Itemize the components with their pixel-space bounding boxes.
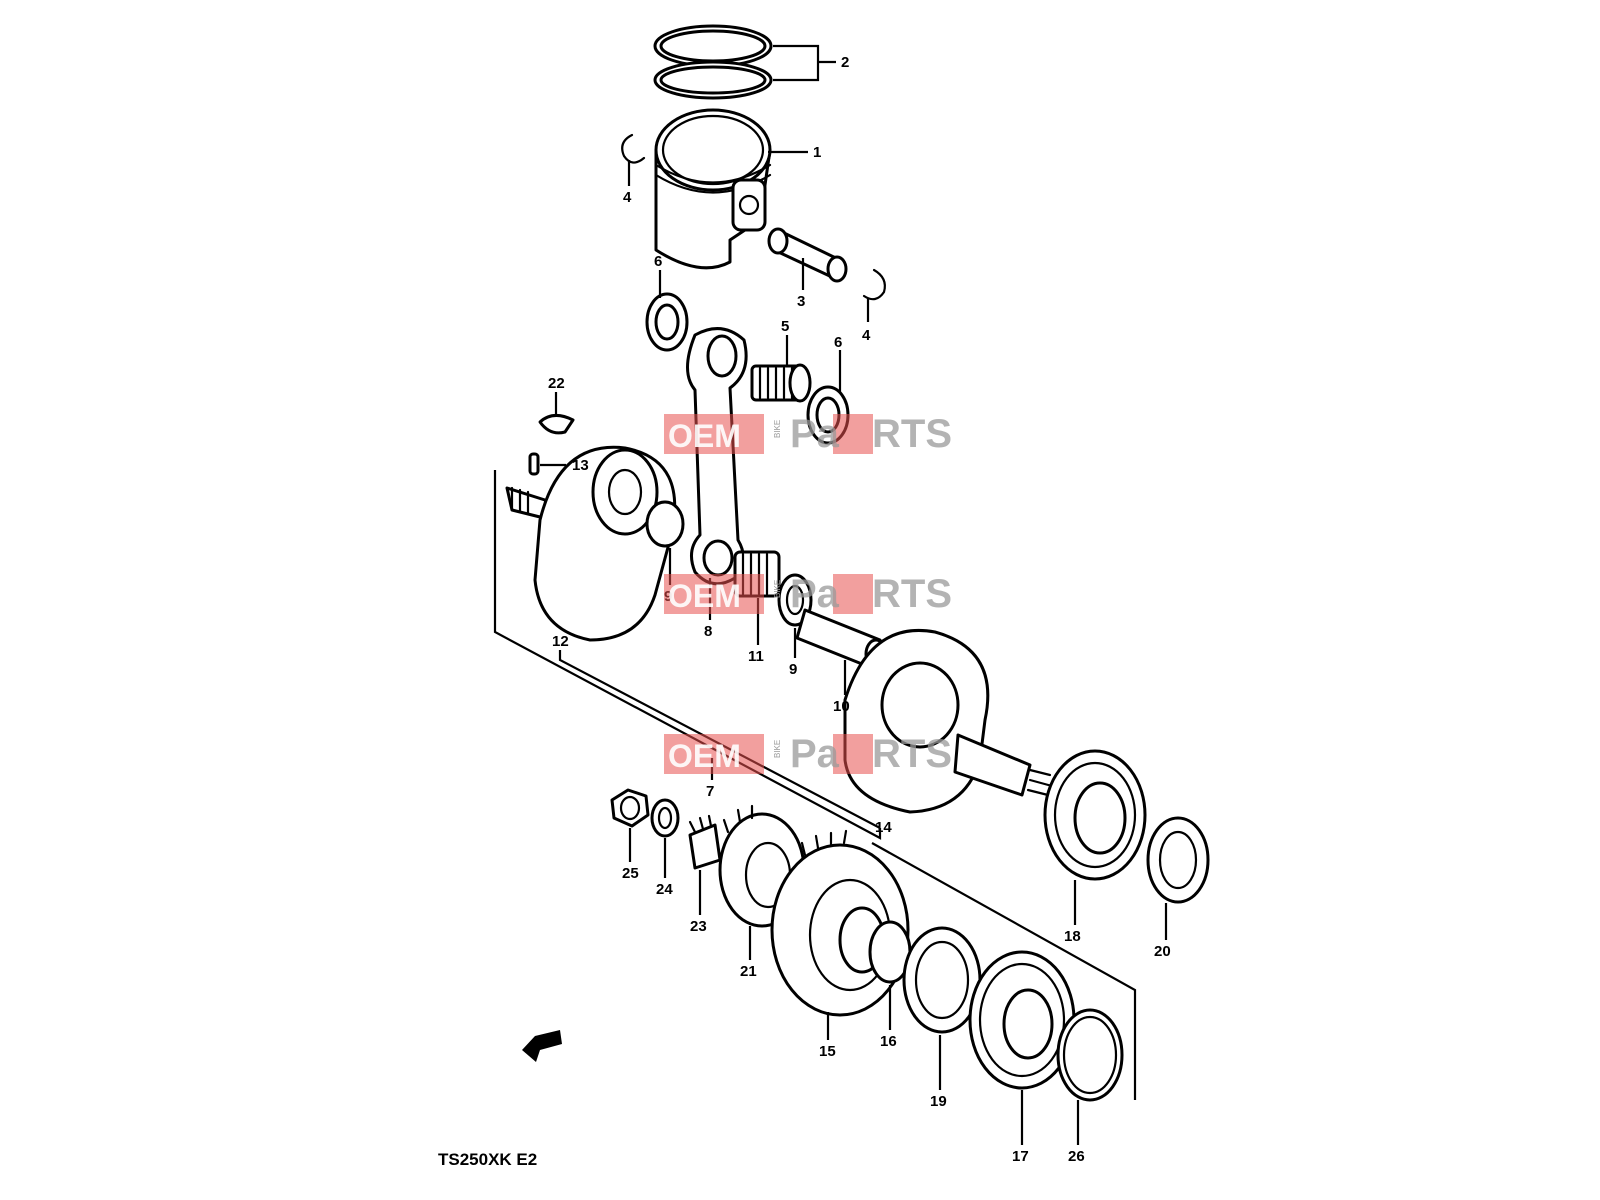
svg-text:RTS: RTS [872, 572, 952, 616]
callout-4b: 4 [862, 327, 871, 344]
callout-2: 2 [841, 54, 849, 71]
callout-23: 23 [690, 918, 707, 935]
callout-16: 16 [880, 1033, 897, 1050]
crank-nut [610, 788, 650, 828]
model-code: TS250XK E2 [438, 1150, 537, 1169]
piston [654, 108, 772, 270]
callout-7: 7 [706, 783, 714, 800]
callout-19: 19 [930, 1093, 947, 1110]
callout-20: 20 [1154, 943, 1171, 960]
callout-6b: 6 [834, 334, 842, 351]
connecting-rod [686, 327, 748, 586]
svg-text:Pa: Pa [790, 732, 840, 776]
callout-labels: 1 2 3 4 4 5 6 6 7 8 9 9 10 11 12 13 14 1… [548, 54, 1171, 1165]
callout-17: 17 [1012, 1148, 1029, 1165]
watermark: OEM BIKE Pa RTS [664, 412, 952, 456]
front-direction-arrow-icon [522, 1030, 562, 1062]
woodruff-key [538, 414, 575, 435]
crank-washer [650, 798, 680, 838]
drive-assembly-bracket [871, 842, 1137, 1100]
piston-pin-circlip [621, 133, 646, 164]
callout-25: 25 [622, 865, 639, 882]
piston-pin-circlip [862, 268, 886, 301]
oil-seal-right [1146, 816, 1210, 904]
crank-bearing-left [968, 950, 1076, 1090]
svg-text:Pa: Pa [790, 572, 840, 616]
callout-14: 14 [875, 819, 892, 836]
svg-text:RTS: RTS [872, 412, 952, 456]
crank-pin [528, 452, 540, 476]
piston-pin [767, 227, 848, 283]
callout-12: 12 [552, 633, 569, 650]
watermark: OEM BIKE Pa RTS [664, 572, 952, 616]
callout-3: 3 [797, 293, 805, 310]
svg-text:BIKE: BIKE [773, 580, 782, 598]
callout-13: 13 [572, 457, 589, 474]
callout-22: 22 [548, 375, 565, 392]
callout-18: 18 [1064, 928, 1081, 945]
callout-21: 21 [740, 963, 757, 980]
left-crank-web [505, 445, 685, 642]
callout-1: 1 [813, 144, 821, 161]
crankshaft-assembly-bracket [558, 650, 881, 829]
svg-text:RTS: RTS [872, 732, 952, 776]
thrust-washer [645, 292, 689, 352]
callout-24: 24 [656, 881, 673, 898]
svg-text:Pa: Pa [790, 412, 840, 456]
callout-4: 4 [623, 189, 632, 206]
right-crank-web [843, 629, 1054, 814]
callout-5: 5 [781, 318, 789, 335]
svg-text:OEM: OEM [668, 738, 741, 774]
callout-9b: 9 [789, 661, 797, 678]
piston-rings [653, 24, 773, 100]
small-end-needle-bearing [750, 363, 812, 403]
crank-bearing-right [1043, 749, 1147, 881]
callout-6: 6 [654, 253, 662, 270]
svg-text:BIKE: BIKE [773, 740, 782, 758]
spacer-gear [688, 814, 722, 870]
callout-11: 11 [748, 648, 764, 665]
svg-text:OEM: OEM [668, 578, 741, 614]
svg-text:OEM: OEM [668, 418, 741, 454]
callout-10: 10 [833, 698, 850, 715]
callout-15: 15 [819, 1043, 836, 1060]
watermark: OEM BIKE Pa RTS [664, 732, 952, 776]
callout-8: 8 [704, 623, 712, 640]
shim-ring [1056, 1008, 1124, 1102]
callout-26: 26 [1068, 1148, 1085, 1165]
svg-text:BIKE: BIKE [773, 420, 782, 438]
